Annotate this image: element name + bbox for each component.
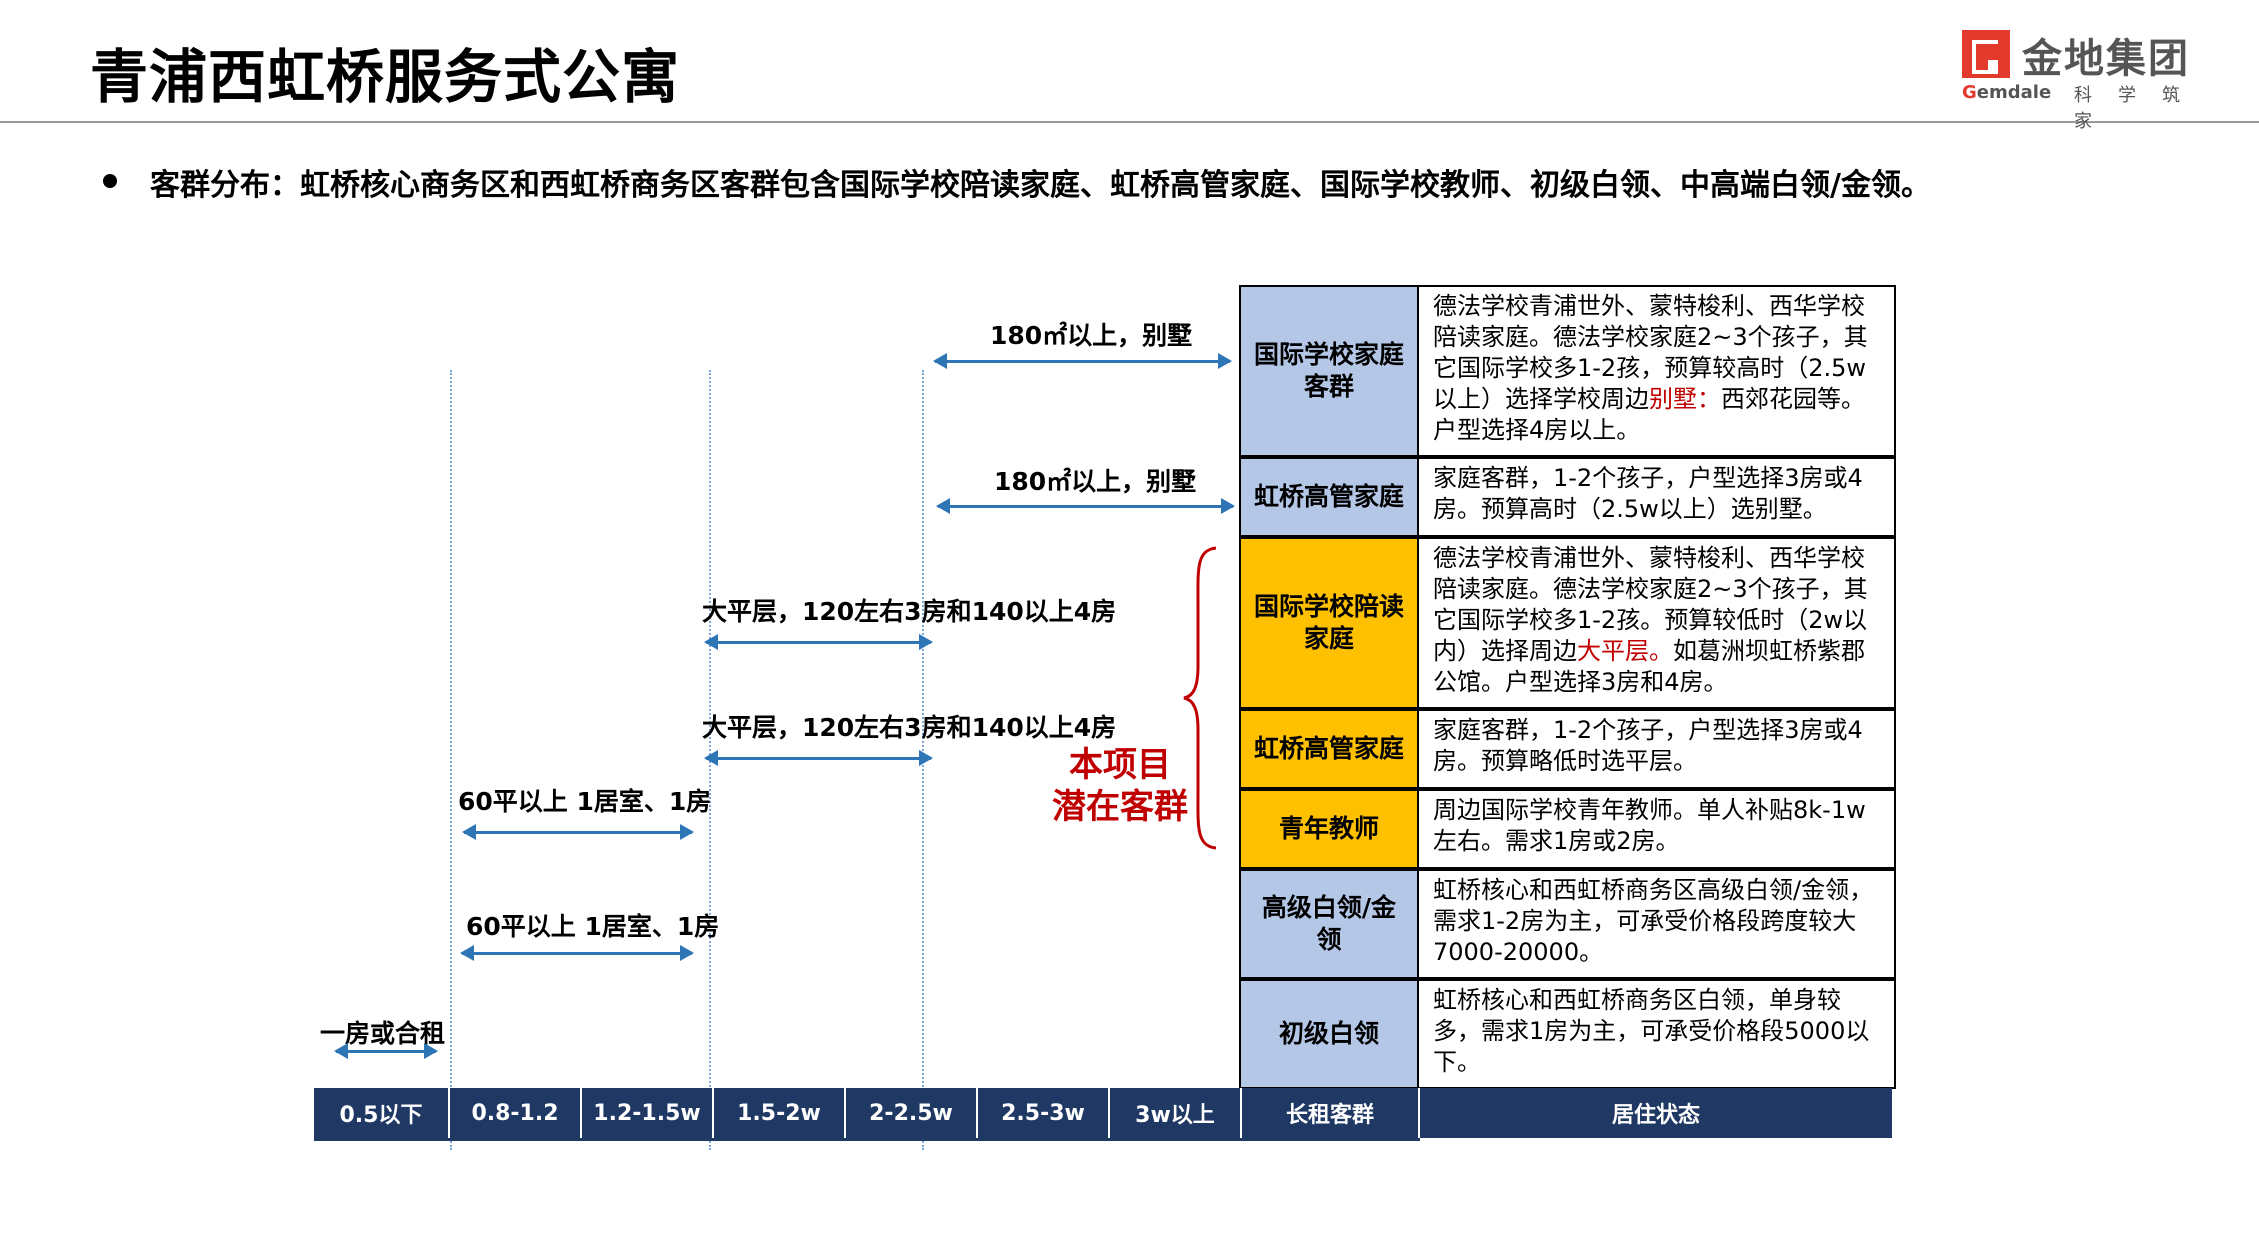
range-arrow <box>933 353 1232 369</box>
axis-group-header: 长租客群 <box>1242 1088 1420 1138</box>
range-arrow <box>462 824 694 840</box>
range-label: 180㎡以上，别墅 <box>994 467 1197 496</box>
page-title: 青浦西虹桥服务式公寓 <box>90 43 681 111</box>
logo-tagline: 科学筑家 <box>2074 85 2206 132</box>
range-arrow <box>704 750 933 766</box>
guide-line <box>450 370 452 1150</box>
range-label: 60平以上 1居室、1房 <box>466 912 720 941</box>
group-desc: 家庭客群，1-2个孩子，户型选择3房或4房。预算高时（2.5w以上）选别墅。 <box>1419 457 1896 537</box>
group-name: 虹桥高管家庭 <box>1239 457 1419 537</box>
range-arrow <box>334 1043 438 1059</box>
group-name: 国际学校陪读家庭 <box>1239 537 1419 709</box>
range-label: 大平层，120左右3房和140以上4房 <box>702 597 1117 626</box>
range-arrow <box>936 498 1235 514</box>
axis-tick: 0.8-1.2 <box>450 1088 582 1138</box>
group-name: 青年教师 <box>1239 789 1419 869</box>
project-label-line: 潜在客群 <box>1052 787 1188 827</box>
group-desc: 家庭客群，1-2个孩子，户型选择3房或4房。预算略低时选平层。 <box>1419 709 1896 789</box>
group-name: 国际学校家庭客群 <box>1239 285 1419 457</box>
axis-tick: 3w以上 <box>1110 1088 1242 1138</box>
project-brace <box>1183 546 1217 850</box>
axis-tick: 1.5-2w <box>714 1088 846 1138</box>
axis-baseline <box>314 1138 1420 1141</box>
title-divider <box>0 121 2259 123</box>
range-label: 大平层，120左右3房和140以上4房 <box>702 713 1117 742</box>
axis-desc-header: 居住状态 <box>1420 1088 1892 1138</box>
range-arrow <box>704 634 933 650</box>
logo-name: 金地集团 <box>2022 36 2190 82</box>
company-logo: 金地集团 Gemdale 科学筑家 <box>1962 26 2222 132</box>
bullet-icon <box>103 174 117 188</box>
group-desc: 德法学校青浦世外、蒙特梭利、西华学校陪读家庭。德法学校家庭2~3个孩子，其它国际… <box>1419 285 1896 457</box>
range-arrow <box>460 945 694 961</box>
project-label-line: 本项目 <box>1069 745 1171 785</box>
bullet-text: 客群分布：虹桥核心商务区和西虹桥商务区客群包含国际学校陪读家庭、虹桥高管家庭、国… <box>150 168 1931 203</box>
group-desc: 德法学校青浦世外、蒙特梭利、西华学校陪读家庭。德法学校家庭2~3个孩子，其它国际… <box>1419 537 1896 709</box>
group-name: 虹桥高管家庭 <box>1239 709 1419 789</box>
axis-tick: 0.5以下 <box>314 1088 450 1138</box>
range-label: 60平以上 1居室、1房 <box>458 787 712 816</box>
group-desc: 虹桥核心和西虹桥商务区白领，单身较多，需求1房为主，可承受价格段5000以下。 <box>1419 979 1896 1089</box>
range-label: 180㎡以上，别墅 <box>990 321 1193 350</box>
group-desc: 周边国际学校青年教师。单人补贴8k-1w左右。需求1房或2房。 <box>1419 789 1896 869</box>
axis-tick: 2.5-3w <box>978 1088 1110 1138</box>
logo-english: Gemdale <box>1962 82 2052 103</box>
axis-tick: 2-2.5w <box>846 1088 978 1138</box>
project-label: 本项目 潜在客群 <box>1050 744 1190 828</box>
axis-tick: 1.2-1.5w <box>582 1088 714 1138</box>
logo-mark-icon <box>1962 30 2010 78</box>
group-desc: 虹桥核心和西虹桥商务区高级白领/金领，需求1-2房为主，可承受价格段跨度较大70… <box>1419 869 1896 979</box>
group-name: 初级白领 <box>1239 979 1419 1089</box>
group-name: 高级白领/金领 <box>1239 869 1419 979</box>
